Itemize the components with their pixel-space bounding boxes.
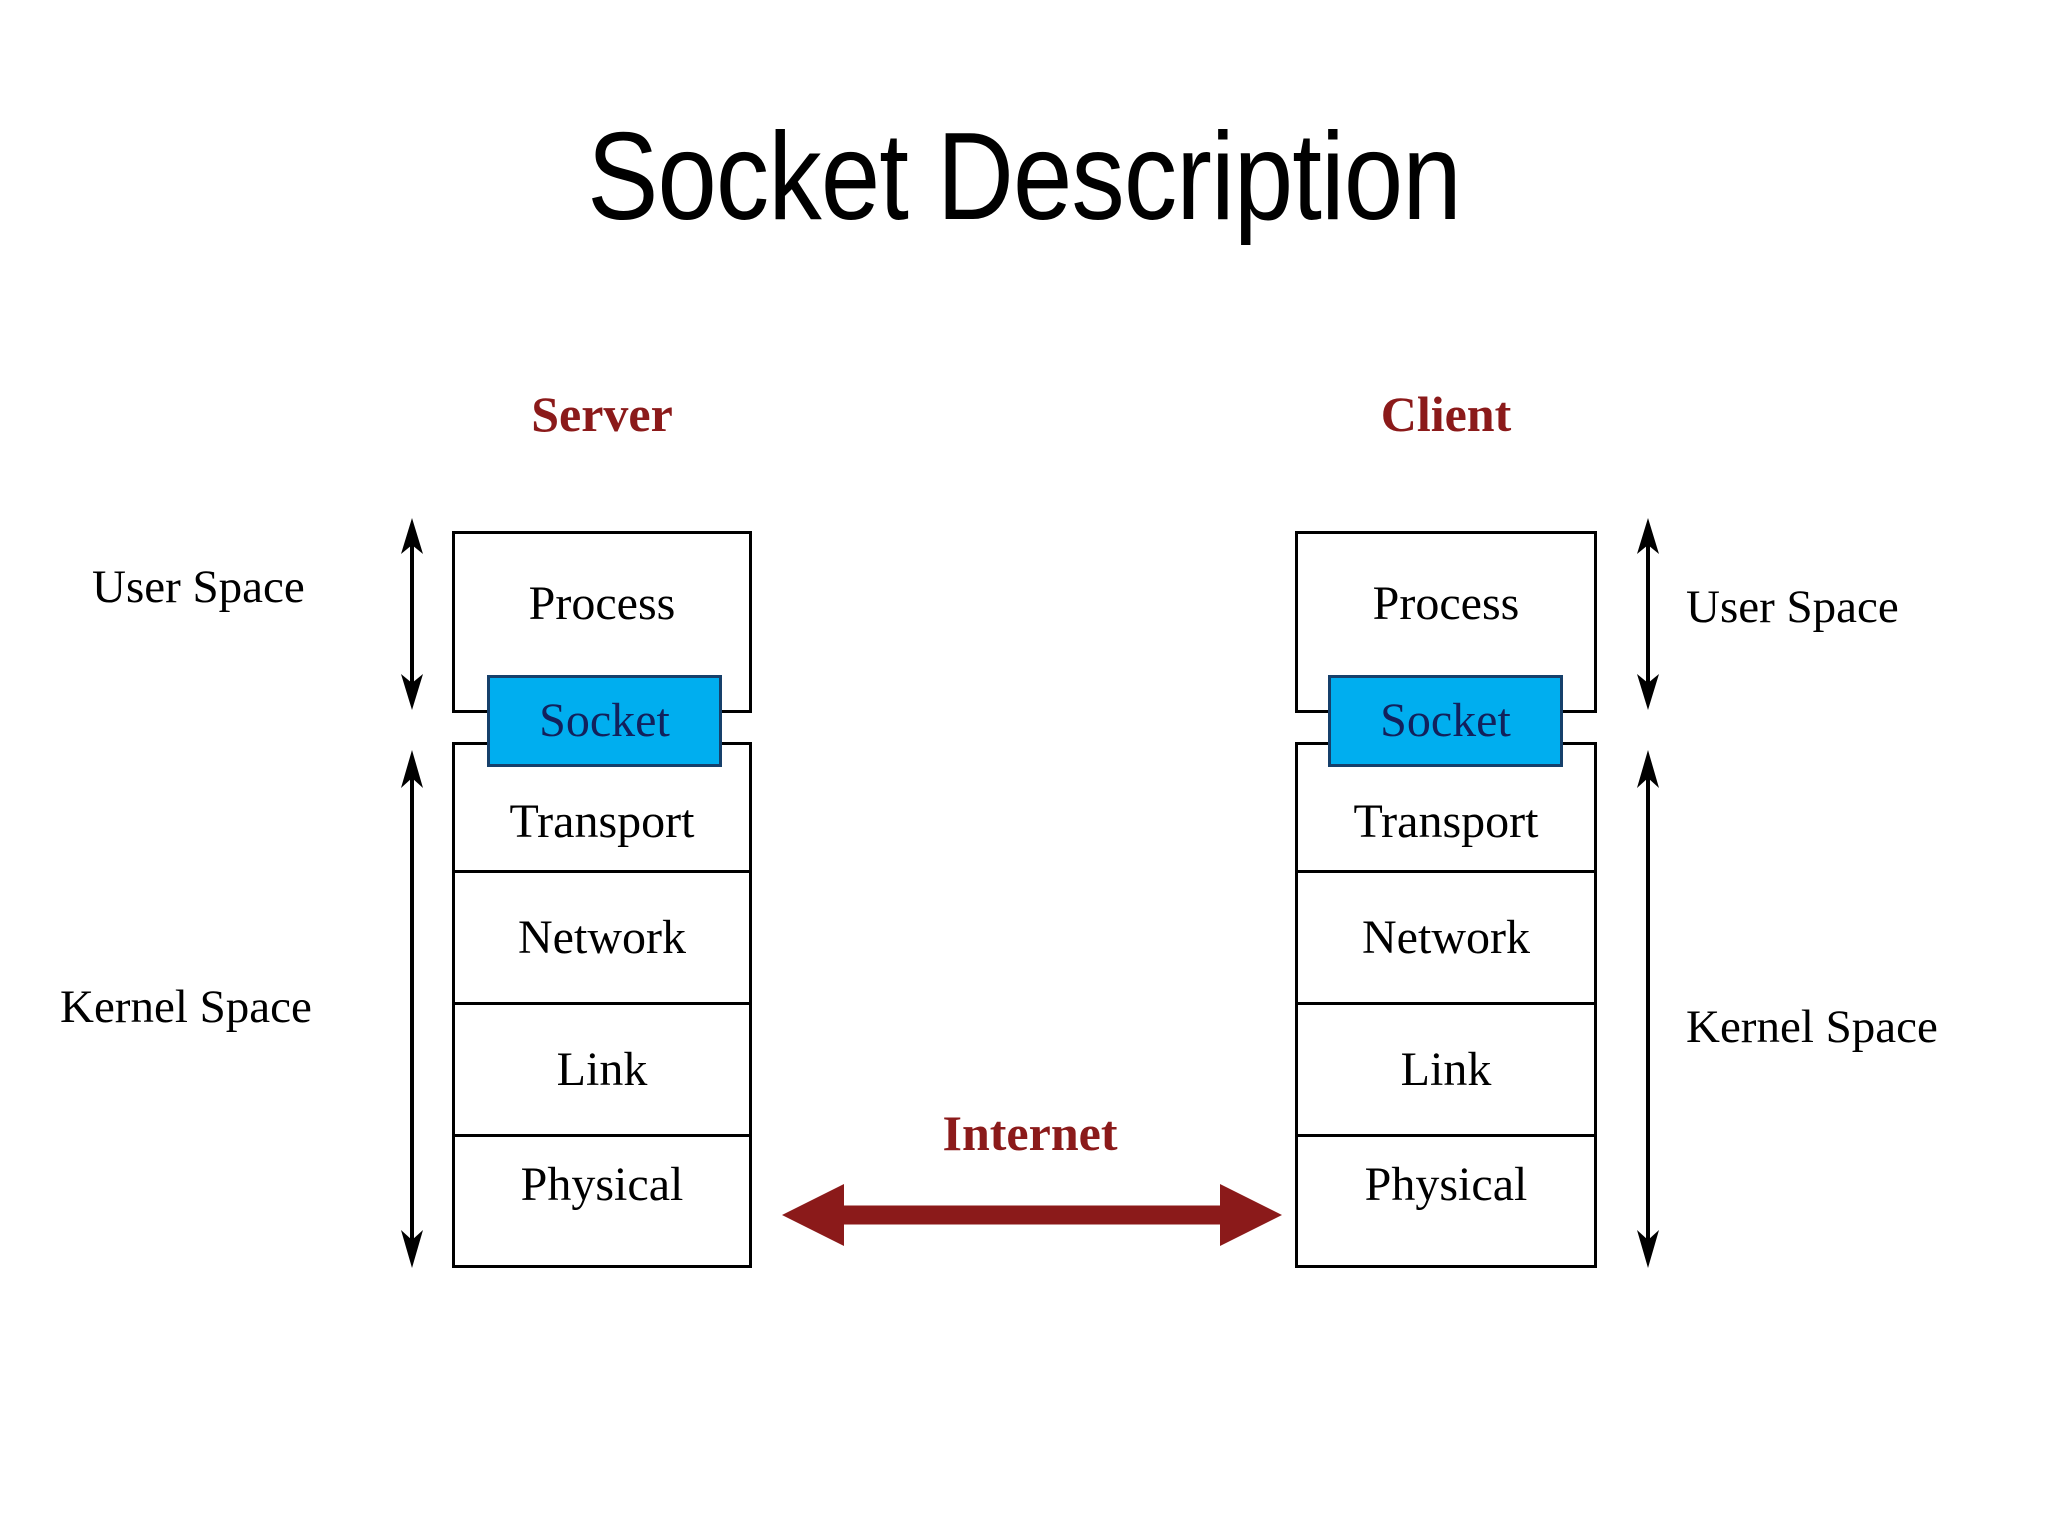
client-layer-network[interactable]: Network bbox=[1298, 873, 1594, 1005]
client-kernel-box: Transport Network Link Physical bbox=[1295, 742, 1597, 1268]
internet-label: Internet bbox=[942, 1105, 1118, 1161]
client-layer-label-link: Link bbox=[1400, 1042, 1492, 1096]
server-layer-transport[interactable]: Transport bbox=[455, 745, 749, 873]
server-layer-link[interactable]: Link bbox=[455, 1005, 749, 1137]
server-heading: Server bbox=[531, 386, 673, 442]
server-kernel-box: Transport Network Link Physical bbox=[452, 742, 752, 1268]
server-layer-physical[interactable]: Physical bbox=[455, 1137, 749, 1265]
server-user-space-label: User Space bbox=[92, 561, 305, 613]
client-layer-physical[interactable]: Physical bbox=[1298, 1137, 1594, 1265]
client-socket-label: Socket bbox=[1380, 694, 1511, 747]
server-layer-label-link: Link bbox=[556, 1042, 648, 1096]
client-layer-label-physical: Physical bbox=[1364, 1158, 1528, 1211]
client-layer-transport[interactable]: Transport bbox=[1298, 745, 1594, 873]
client-user-space-arrow bbox=[1637, 518, 1659, 710]
internet-arrow bbox=[782, 1184, 1282, 1246]
server-layer-network[interactable]: Network bbox=[455, 873, 749, 1005]
client-kernel-space-arrow bbox=[1637, 750, 1659, 1268]
client-heading: Client bbox=[1380, 386, 1512, 442]
client-layer-link[interactable]: Link bbox=[1298, 1005, 1594, 1137]
server-layer-label-network: Network bbox=[518, 910, 686, 964]
server-socket-box[interactable]: Socket bbox=[487, 675, 722, 767]
client-process-label: Process bbox=[1372, 577, 1520, 630]
server-socket-label: Socket bbox=[539, 694, 670, 747]
client-kernel-space-label: Kernel Space bbox=[1686, 1001, 1938, 1053]
client-layer-label-transport: Transport bbox=[1353, 794, 1539, 848]
server-kernel-space-label: Kernel Space bbox=[60, 981, 312, 1033]
client-user-space-label: User Space bbox=[1686, 581, 1899, 633]
server-process-label: Process bbox=[528, 577, 676, 630]
page-title: Socket Description bbox=[587, 108, 1461, 246]
server-kernel-space-arrow bbox=[401, 750, 423, 1268]
client-layer-label-network: Network bbox=[1362, 910, 1530, 964]
client-socket-box[interactable]: Socket bbox=[1328, 675, 1563, 767]
server-layer-label-transport: Transport bbox=[509, 794, 695, 848]
server-layer-label-physical: Physical bbox=[520, 1158, 684, 1211]
server-user-space-arrow bbox=[401, 518, 423, 710]
